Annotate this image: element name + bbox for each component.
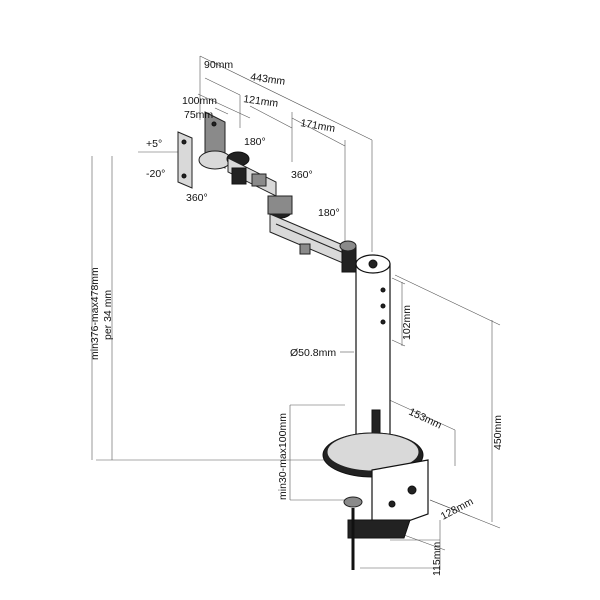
label-443mm: 443mm xyxy=(250,71,287,88)
label-rotate-360-left: 360° xyxy=(186,192,208,204)
label-rotate-180-top: 180° xyxy=(244,136,266,148)
label-153mm: 153mm xyxy=(407,406,444,432)
label-plus-5: +5° xyxy=(146,138,162,150)
label-rotate-180-arm: 180° xyxy=(318,207,340,219)
vesa-plate xyxy=(177,131,193,189)
dimension-labels: 90mm 443mm 100mm 121mm 75mm 171mm 180° +… xyxy=(89,59,504,576)
label-128mm: 128mm xyxy=(439,495,476,522)
tilt-head xyxy=(198,150,232,170)
clamp-body xyxy=(371,459,429,535)
label-100mm: 100mm xyxy=(182,95,217,107)
pole xyxy=(355,254,391,465)
clamp-jaw xyxy=(347,519,411,539)
label-pole-diameter: Ø50.8mm xyxy=(290,347,336,359)
label-115mm: 115mm xyxy=(431,542,443,576)
arm-segment-2 xyxy=(269,213,351,267)
arm-assembly xyxy=(177,111,357,273)
label-450mm: 450mm xyxy=(492,415,504,450)
label-height-range: min376-max478mm xyxy=(89,267,101,360)
dimension-lines xyxy=(91,55,501,570)
label-rotate-360-mid: 360° xyxy=(291,169,313,181)
clamp-base xyxy=(322,432,429,570)
clamp-knob xyxy=(343,496,363,508)
label-121mm: 121mm xyxy=(243,93,280,110)
label-clamp-range: min30-max100mm xyxy=(277,413,289,500)
label-minus-20: -20° xyxy=(146,168,165,180)
label-102mm: 102mm xyxy=(401,305,413,340)
label-per-34mm: per 34 mm xyxy=(102,290,114,340)
label-75mm: 75mm xyxy=(184,109,213,121)
label-90mm: 90mm xyxy=(204,59,233,71)
